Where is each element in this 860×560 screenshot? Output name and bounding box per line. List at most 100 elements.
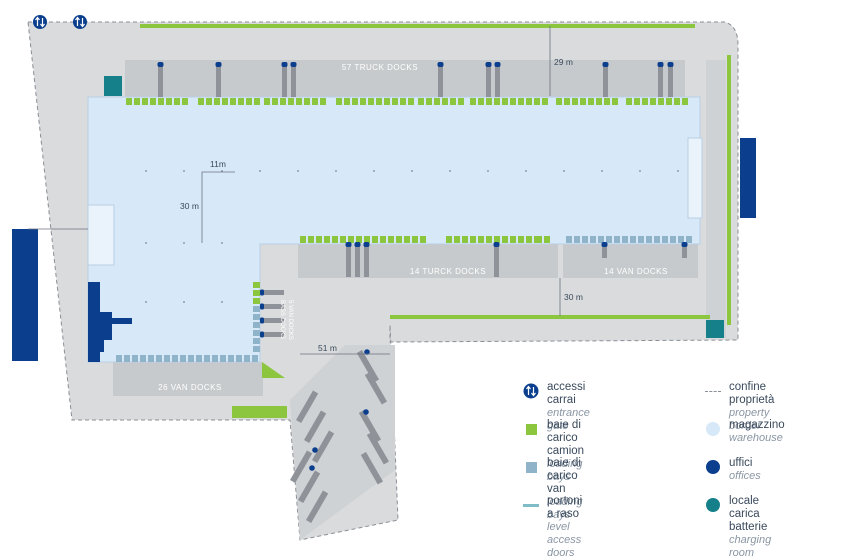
column xyxy=(297,170,299,172)
truck-bay xyxy=(376,98,382,105)
legend-truck-bays: baie di carico camion loading bays xyxy=(523,419,584,484)
truck-bay xyxy=(408,98,414,105)
van-cab xyxy=(260,317,264,324)
truck-trailer xyxy=(603,64,608,97)
truck-bay xyxy=(300,236,306,243)
parked-truck xyxy=(304,410,327,443)
legend-property-border-main: confine proprietà xyxy=(729,381,775,406)
truck-cab xyxy=(312,447,318,453)
office-outside-west[interactable] xyxy=(12,229,38,361)
truck-bay xyxy=(418,98,424,105)
van-bay xyxy=(253,322,260,328)
battery-room-south[interactable] xyxy=(706,320,724,338)
column xyxy=(487,170,489,172)
truck-cab xyxy=(345,242,352,247)
van-bay xyxy=(253,290,260,296)
truck-bay xyxy=(518,236,524,243)
truck-bay xyxy=(470,98,476,105)
van-bay xyxy=(566,236,572,243)
truck-bay xyxy=(312,98,318,105)
column xyxy=(145,170,147,172)
west-van-yard xyxy=(113,362,263,396)
truck-bay xyxy=(494,98,500,105)
truck-bay xyxy=(246,98,252,105)
legend-charging-main: locale carica batterie xyxy=(729,495,768,533)
truck-trailer xyxy=(658,64,663,97)
truck-trailer xyxy=(282,64,287,97)
office-outside-east[interactable] xyxy=(740,138,756,218)
battery-room-north[interactable] xyxy=(104,76,122,96)
van-bay xyxy=(212,355,218,362)
van-bay xyxy=(614,236,620,243)
column xyxy=(373,170,375,172)
van-bay xyxy=(253,338,260,344)
column xyxy=(601,170,603,172)
legend-warehouse: magazzino warehouse xyxy=(705,419,785,445)
truck-bay xyxy=(564,98,570,105)
truck-trailer xyxy=(602,244,607,258)
van-cab xyxy=(260,303,264,310)
truck-bay xyxy=(400,98,406,105)
legend-offices-main: uffici xyxy=(729,457,753,469)
trucks xyxy=(157,62,688,523)
truck-trailer xyxy=(668,64,673,97)
legend-level-doors: portoni a raso level access doors xyxy=(523,495,582,560)
truck-cab xyxy=(363,242,370,247)
truck-bay xyxy=(542,98,548,105)
van-cab xyxy=(260,331,264,338)
van xyxy=(262,304,284,309)
dashed-line-icon xyxy=(705,383,721,399)
truck-bay xyxy=(634,98,640,105)
legend-charging: locale carica batterie charging room xyxy=(705,495,771,560)
column xyxy=(525,170,527,172)
truck-cab xyxy=(290,62,297,67)
truck-bay xyxy=(372,236,378,243)
legend-entrance-sub: entrance gate xyxy=(547,407,590,432)
truck-bay xyxy=(478,236,484,243)
truck-cab xyxy=(363,409,369,415)
column xyxy=(221,242,223,244)
truck-bay xyxy=(280,98,286,105)
truck-bay xyxy=(344,98,350,105)
truck-bay xyxy=(642,98,648,105)
entrance-gate-icon[interactable] xyxy=(33,15,47,29)
truck-trailer xyxy=(495,64,500,97)
van-bay xyxy=(132,355,138,362)
van-bay xyxy=(253,346,260,352)
north-loading-bays xyxy=(126,98,688,105)
van-bay xyxy=(670,236,676,243)
truck-bay xyxy=(572,98,578,105)
office-block-west[interactable] xyxy=(88,282,132,362)
truck-bay xyxy=(502,98,508,105)
truck-bay xyxy=(384,98,390,105)
truck-bay xyxy=(198,98,204,105)
truck-cab xyxy=(281,62,288,67)
parked-truck xyxy=(366,432,389,465)
truck-docks-north-label: 57 TRUCK DOCKS xyxy=(342,63,418,72)
warehouse-annex-east xyxy=(687,137,703,219)
legend-warehouse-sub: warehouse xyxy=(729,432,783,444)
truck-bay xyxy=(478,98,484,105)
truck-bay xyxy=(142,98,148,105)
truck-bay xyxy=(536,236,542,243)
column xyxy=(411,170,413,172)
van-bay xyxy=(124,355,130,362)
van-cab xyxy=(260,289,264,296)
van-bay xyxy=(188,355,194,362)
truck-bay xyxy=(304,98,310,105)
truck-cab xyxy=(309,465,315,471)
truck-trailer xyxy=(438,64,443,97)
southwest-green-strip xyxy=(232,406,287,418)
van-bay xyxy=(654,236,660,243)
truck-trailer xyxy=(364,244,369,277)
teal-bar-icon xyxy=(523,497,539,513)
truck-bay xyxy=(392,98,398,105)
truck-cab xyxy=(364,349,370,355)
truck-cab xyxy=(667,62,674,67)
truck-trailer xyxy=(494,244,499,277)
dimension-11m: 11m xyxy=(210,159,226,169)
truck-bay xyxy=(254,98,260,105)
north-green-strip xyxy=(140,24,695,28)
entrance-gate-icon[interactable] xyxy=(73,15,87,29)
truck-bay xyxy=(230,98,236,105)
